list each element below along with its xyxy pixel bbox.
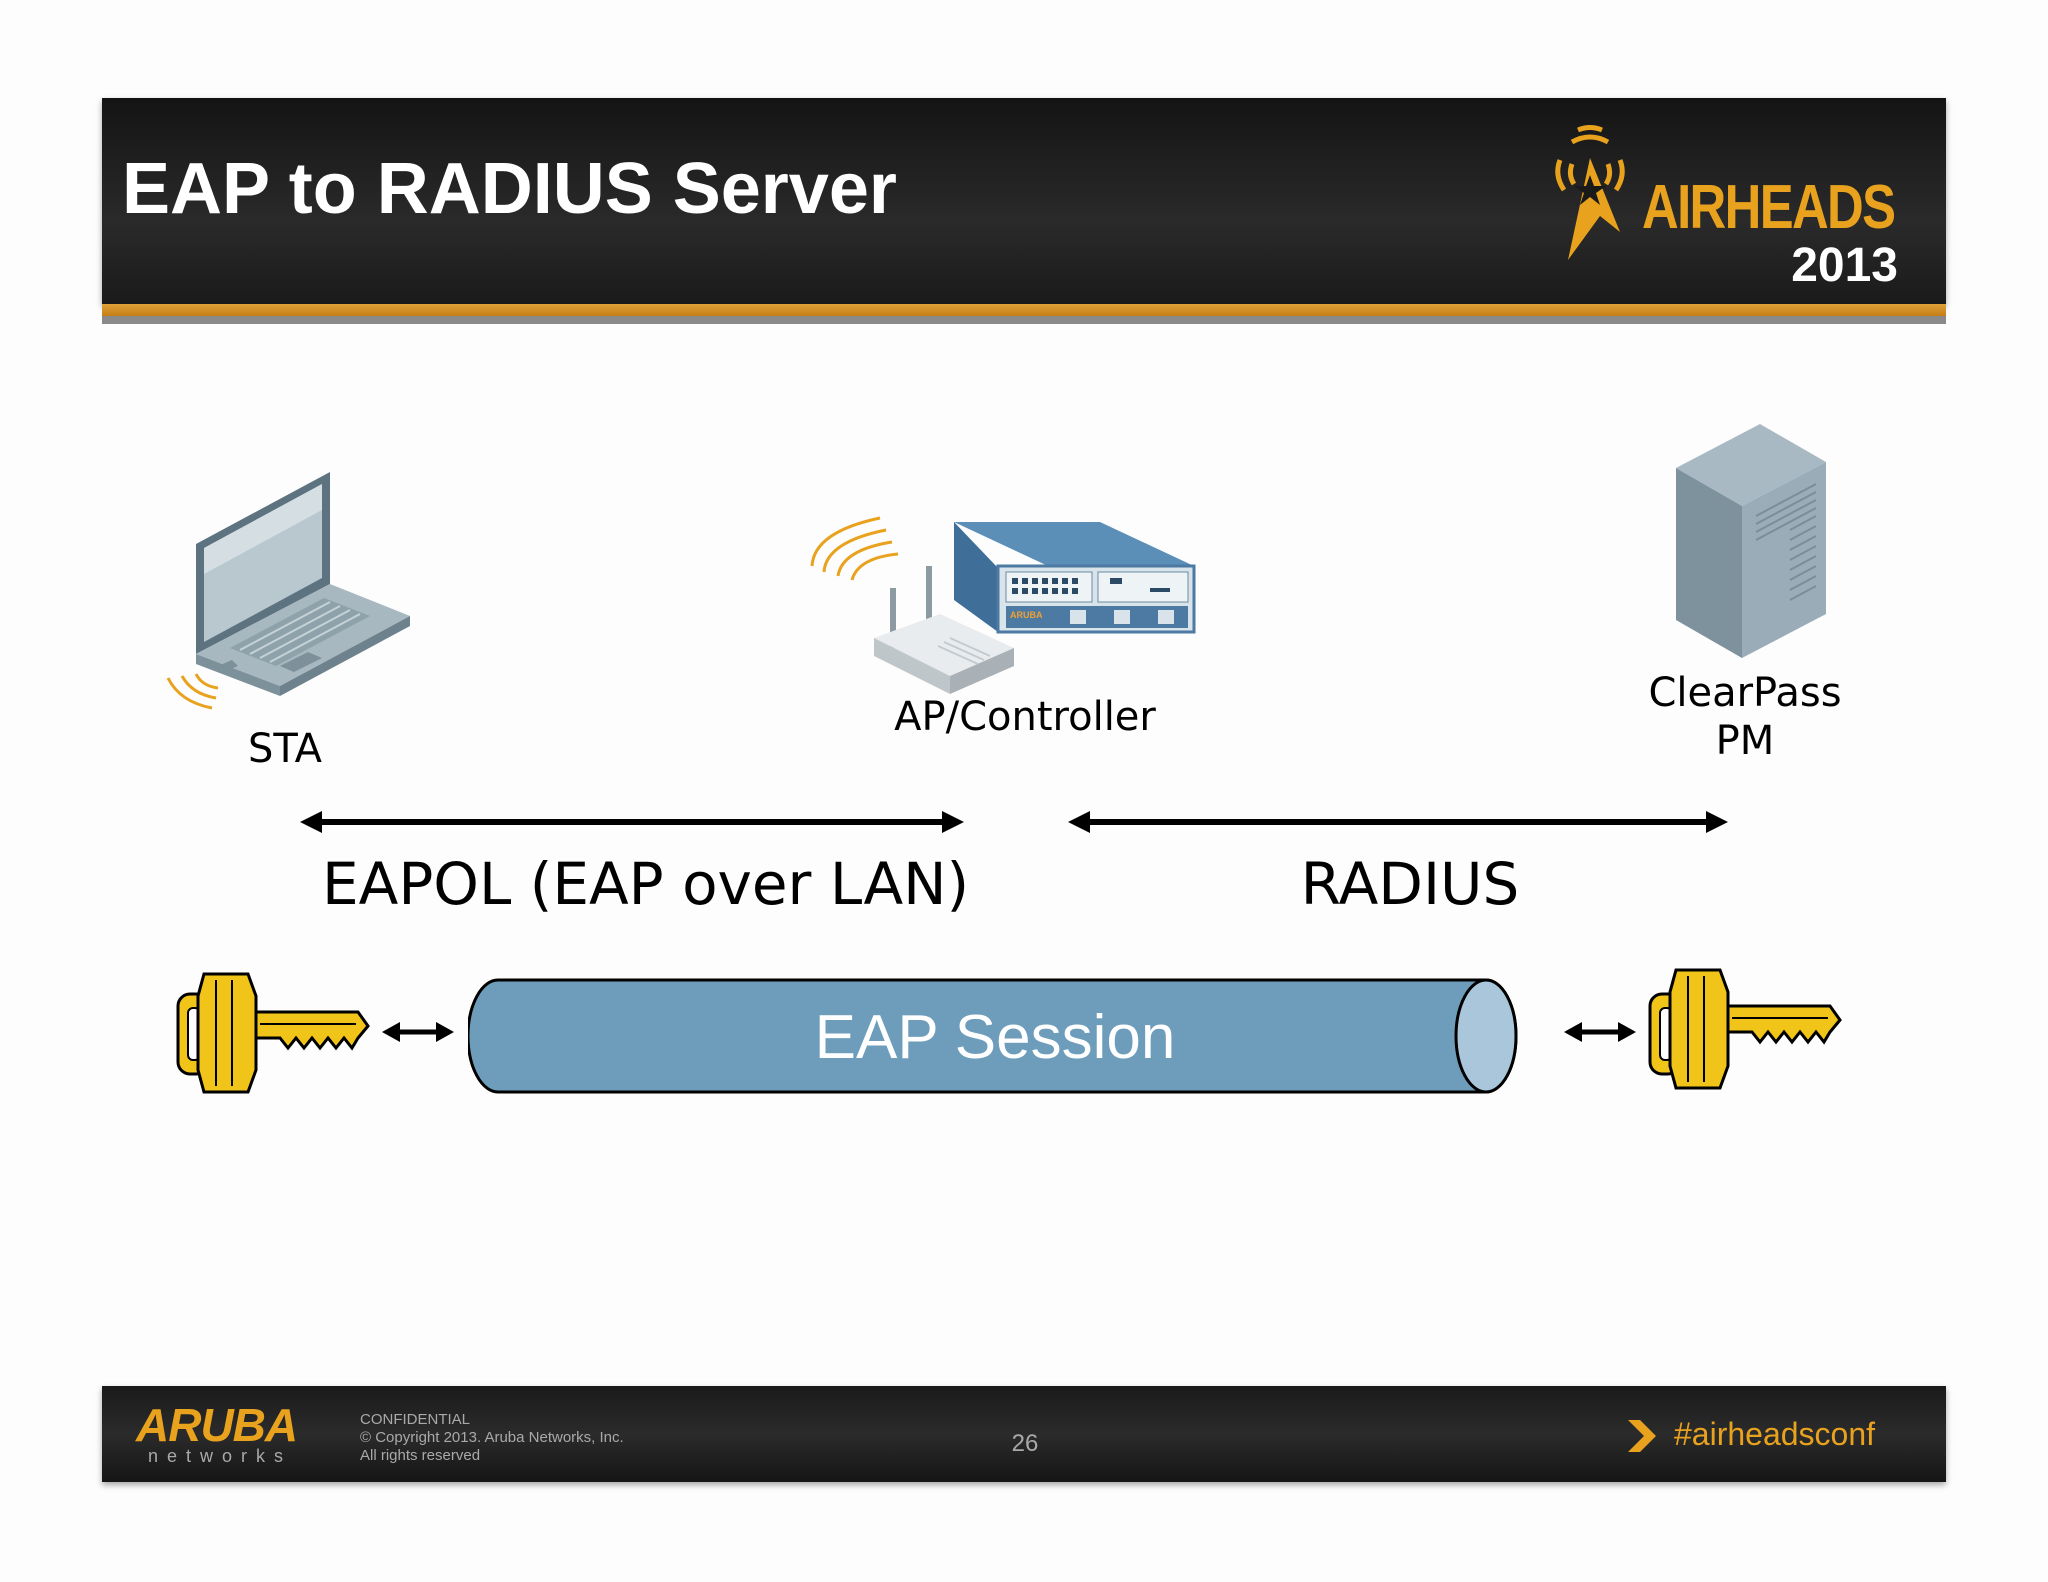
footer-hashtag: #airheadsconf	[1674, 1416, 1876, 1452]
laptop-icon	[160, 470, 420, 730]
eap-session-label: EAP Session	[814, 1003, 1176, 1072]
header-bar	[102, 98, 1946, 304]
controller-brand: ARUBA	[1010, 610, 1043, 620]
page-title: EAP to RADIUS Server	[122, 149, 897, 229]
page-number: 26	[1011, 1430, 1039, 1457]
server-label-line1: ClearPass	[1648, 670, 1842, 716]
server-label-line2: PM	[1715, 718, 1775, 764]
header-grey-stripe	[102, 316, 1946, 324]
sta-label: STA	[247, 726, 323, 772]
server-icon	[1670, 420, 1830, 660]
chevron-right-icon	[1626, 1418, 1658, 1454]
logo-text: AIRHEADS	[1642, 173, 1896, 242]
aruba-logo: ARUBA	[136, 1399, 298, 1451]
double-arrow-right	[1562, 1018, 1638, 1046]
logo-year: 2013	[1791, 239, 1898, 292]
key-icon-right	[1648, 966, 1844, 1100]
controller-icon: ARUBA	[950, 518, 1200, 638]
header-accent-stripe	[102, 304, 1946, 316]
ap-controller-label: AP/Controller	[894, 694, 1156, 740]
eap-session-tube	[466, 978, 1548, 1094]
access-point-icon	[800, 510, 1020, 700]
airheads-logo: AIRHEADS 2013	[1540, 120, 1900, 292]
antenna-star-icon	[1555, 125, 1625, 260]
aruba-logo-subtext: networks	[148, 1446, 293, 1466]
eapol-arrow	[298, 808, 966, 836]
radius-arrow	[1066, 808, 1730, 836]
double-arrow-left	[380, 1018, 456, 1046]
footer-confidential: CONFIDENTIAL	[360, 1411, 471, 1428]
footer-bar	[102, 1386, 1946, 1482]
eapol-label: EAPOL (EAP over LAN)	[322, 850, 970, 918]
footer-rights: All rights reserved	[360, 1447, 481, 1464]
footer-copyright: © Copyright 2013. Aruba Networks, Inc.	[360, 1429, 624, 1446]
radius-label: RADIUS	[1300, 850, 1520, 918]
key-icon-left	[176, 966, 372, 1100]
